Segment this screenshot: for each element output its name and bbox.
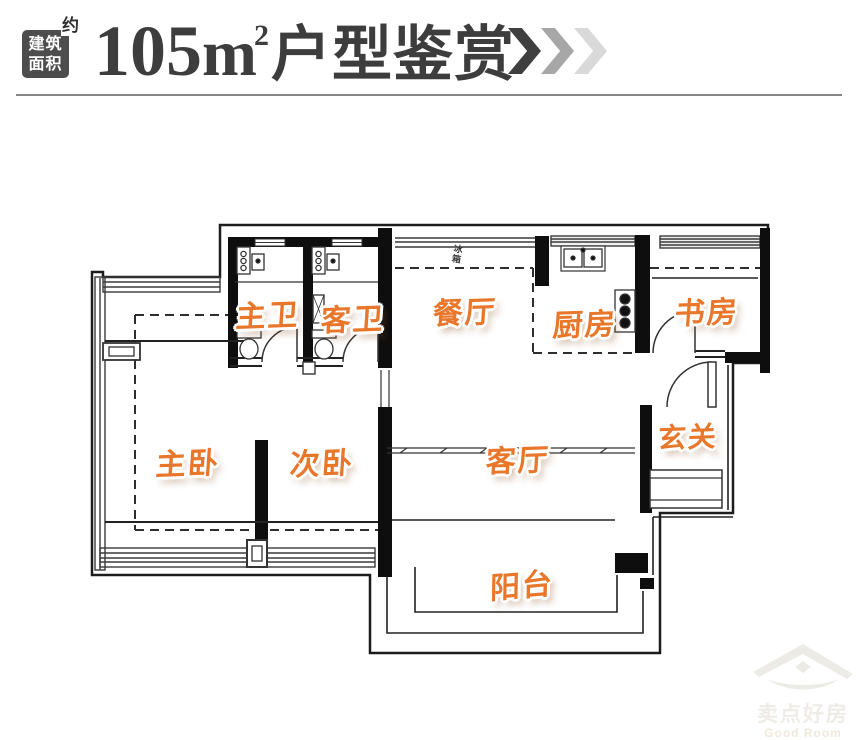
- watermark-brand: 卖点好房: [757, 702, 849, 726]
- floor-plan-svg: [90, 223, 770, 655]
- page-title: 105m2户型鉴赏: [94, 6, 515, 93]
- bath-windows: [254, 238, 363, 247]
- area-badge: 建筑 面积: [22, 30, 69, 78]
- room-label-second-bedroom: 次卧: [288, 445, 355, 484]
- approx-label: 约: [61, 11, 80, 36]
- pillar-icon: [102, 342, 141, 361]
- badge-line2: 面积: [28, 54, 63, 73]
- room-label-master-bath: 主卫: [234, 297, 301, 336]
- kitchen-sink-icon: [563, 247, 603, 268]
- room-label-kitchen: 厨房: [551, 306, 618, 345]
- toilet-icon: [236, 329, 262, 360]
- title-superscript: 2: [253, 19, 269, 52]
- house-logo-icon: [753, 644, 853, 690]
- walls: [228, 228, 770, 589]
- column-icon: [246, 539, 268, 568]
- stove-icon: [614, 289, 636, 333]
- badge-line1: 建筑: [28, 34, 63, 53]
- floor-plan: 主卫 客卫 餐厅 厨房 书房 主卧 次卧 客厅 玄关 阳台 冰箱: [85, 210, 775, 680]
- washer-icon: [311, 246, 326, 275]
- title-unit: m: [202, 17, 257, 90]
- fridge-label: 冰箱: [450, 243, 464, 265]
- door-arcs: [261, 310, 717, 408]
- room-label-foyer: 玄关: [656, 419, 720, 456]
- chevron-icon-3: [574, 28, 607, 74]
- inner-boundary-lines: [386, 277, 758, 634]
- watermark-subtitle: Good Room: [764, 726, 842, 740]
- basin-icon: [326, 253, 340, 271]
- chevron-icon-2: [541, 28, 574, 74]
- interior-thin-lines: [235, 281, 635, 454]
- watermark: 卖点好房 Good Room: [746, 641, 860, 740]
- room-label-master-bedroom: 主卧: [154, 445, 221, 484]
- room-label-living-room: 客厅: [484, 442, 551, 481]
- basin-icon: [251, 253, 265, 271]
- room-label-balcony: 阳台: [489, 566, 555, 607]
- header-divider: [16, 94, 842, 96]
- room-label-dining: 餐厅: [431, 294, 498, 333]
- window-bands: [94, 235, 761, 571]
- fixtures: [102, 245, 723, 568]
- room-label-guest-bath: 客卫: [319, 301, 386, 340]
- toilet-icon: [311, 329, 337, 360]
- title-text: 户型鉴赏: [270, 22, 515, 88]
- interior-walls: [105, 340, 725, 523]
- title-area-number: 105: [94, 11, 202, 91]
- washer-icon: [236, 246, 251, 275]
- shoe-cabinet: [649, 469, 723, 509]
- vent-shaft-icon: [312, 294, 325, 324]
- room-label-study: 书房: [673, 294, 740, 333]
